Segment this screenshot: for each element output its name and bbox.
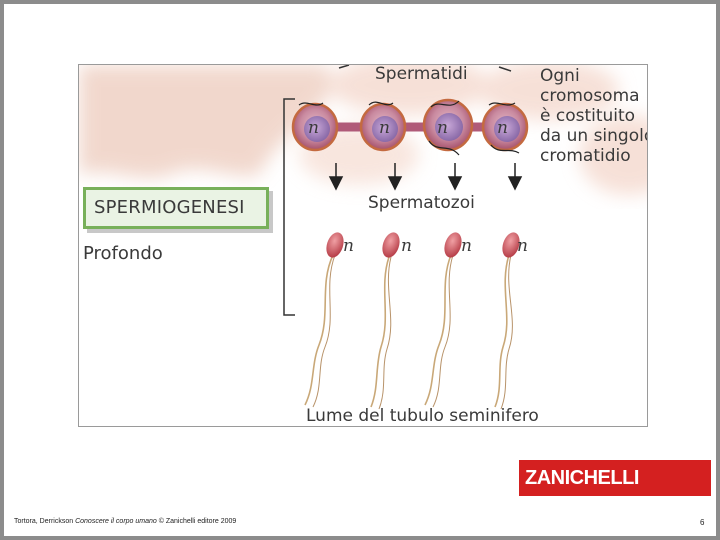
ploidy-label: n xyxy=(343,236,354,256)
spermatozoa-label: Spermatozoi xyxy=(368,193,475,213)
note-line: Ogni xyxy=(540,66,580,86)
ploidy-label: n xyxy=(308,118,319,138)
figure-illustration xyxy=(79,65,647,410)
note-line: cromosoma xyxy=(540,86,640,106)
note-line: da un singolo xyxy=(540,126,648,146)
top-connector xyxy=(338,65,350,69)
ploidy-label: n xyxy=(401,236,412,256)
sperm-heads xyxy=(326,232,520,258)
ploidy-label: n xyxy=(497,118,508,138)
page-number: 6 xyxy=(700,518,705,527)
stage-bracket xyxy=(283,98,295,316)
credit-suffix: © Zanichelli editore 2009 xyxy=(156,518,237,525)
spermiogenesis-box: SPERMIOGENESI xyxy=(83,187,269,229)
spermatozoa xyxy=(304,254,513,410)
note-line: cromatidio xyxy=(540,146,631,166)
depth-label: Profondo xyxy=(83,243,163,264)
credit-line: Tortora, Derrickson Conoscere il corpo u… xyxy=(14,518,236,525)
ploidy-label: n xyxy=(517,236,528,256)
spermiogenesis-figure: Spermatidi Spermatozoi Ogni cromosoma è … xyxy=(78,64,648,427)
lumen-label: Lume del tubulo seminifero xyxy=(306,406,539,426)
ploidy-label: n xyxy=(437,118,448,138)
spermiogenesis-label: SPERMIOGENESI xyxy=(94,197,245,218)
ploidy-label: n xyxy=(379,118,390,138)
note-line: è costituito xyxy=(540,106,636,126)
spermatid-chain xyxy=(291,98,529,156)
ploidy-label: n xyxy=(461,236,472,256)
spermatids-label: Spermatidi xyxy=(375,64,468,84)
credit-prefix: Tortora, Derrickson xyxy=(14,518,76,525)
top-connector-right xyxy=(498,66,512,72)
zanichelli-logo: ZANICHELLI xyxy=(519,460,711,496)
credit-book-title: Conoscere il corpo umano xyxy=(75,518,157,525)
chromosome-note: Ogni cromosoma è costituito da un singol… xyxy=(540,66,648,166)
down-arrows xyxy=(328,163,523,191)
